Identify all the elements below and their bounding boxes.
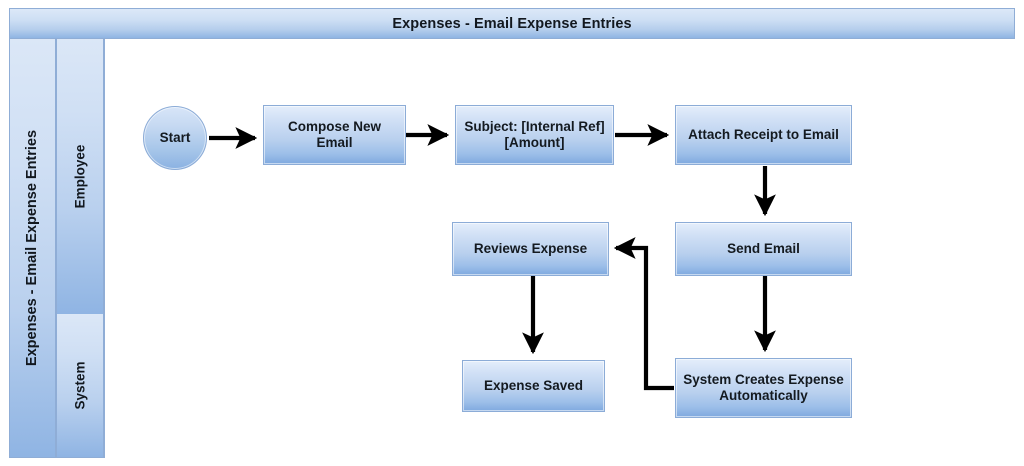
pool-label-column: Expenses - Email Expense Entries (9, 39, 56, 458)
node-compose-new-email[interactable]: Compose New Email (263, 105, 406, 165)
pool-vertical-label: Expenses - Email Expense Entries (24, 129, 41, 367)
node-attach-receipt-to-email[interactable]: Attach Receipt to Email (675, 105, 852, 165)
node-expense-saved[interactable]: Expense Saved (462, 360, 605, 412)
node-system-creates-expense-automatically[interactable]: System Creates Expense Automatically (675, 358, 852, 418)
lane-label-system: System (56, 314, 104, 458)
pool-title-bar: Expenses - Email Expense Entries (9, 8, 1015, 39)
lane-label-employee: Employee (56, 39, 104, 315)
node-subject-internal-ref-amount[interactable]: Subject: [Internal Ref] [Amount] (455, 105, 614, 165)
lane-label-employee-text: Employee (72, 144, 88, 209)
node-reviews-expense[interactable]: Reviews Expense (452, 222, 609, 276)
lane-label-system-text: System (72, 361, 88, 410)
node-send-email[interactable]: Send Email (675, 222, 852, 276)
node-start[interactable]: Start (143, 106, 207, 170)
